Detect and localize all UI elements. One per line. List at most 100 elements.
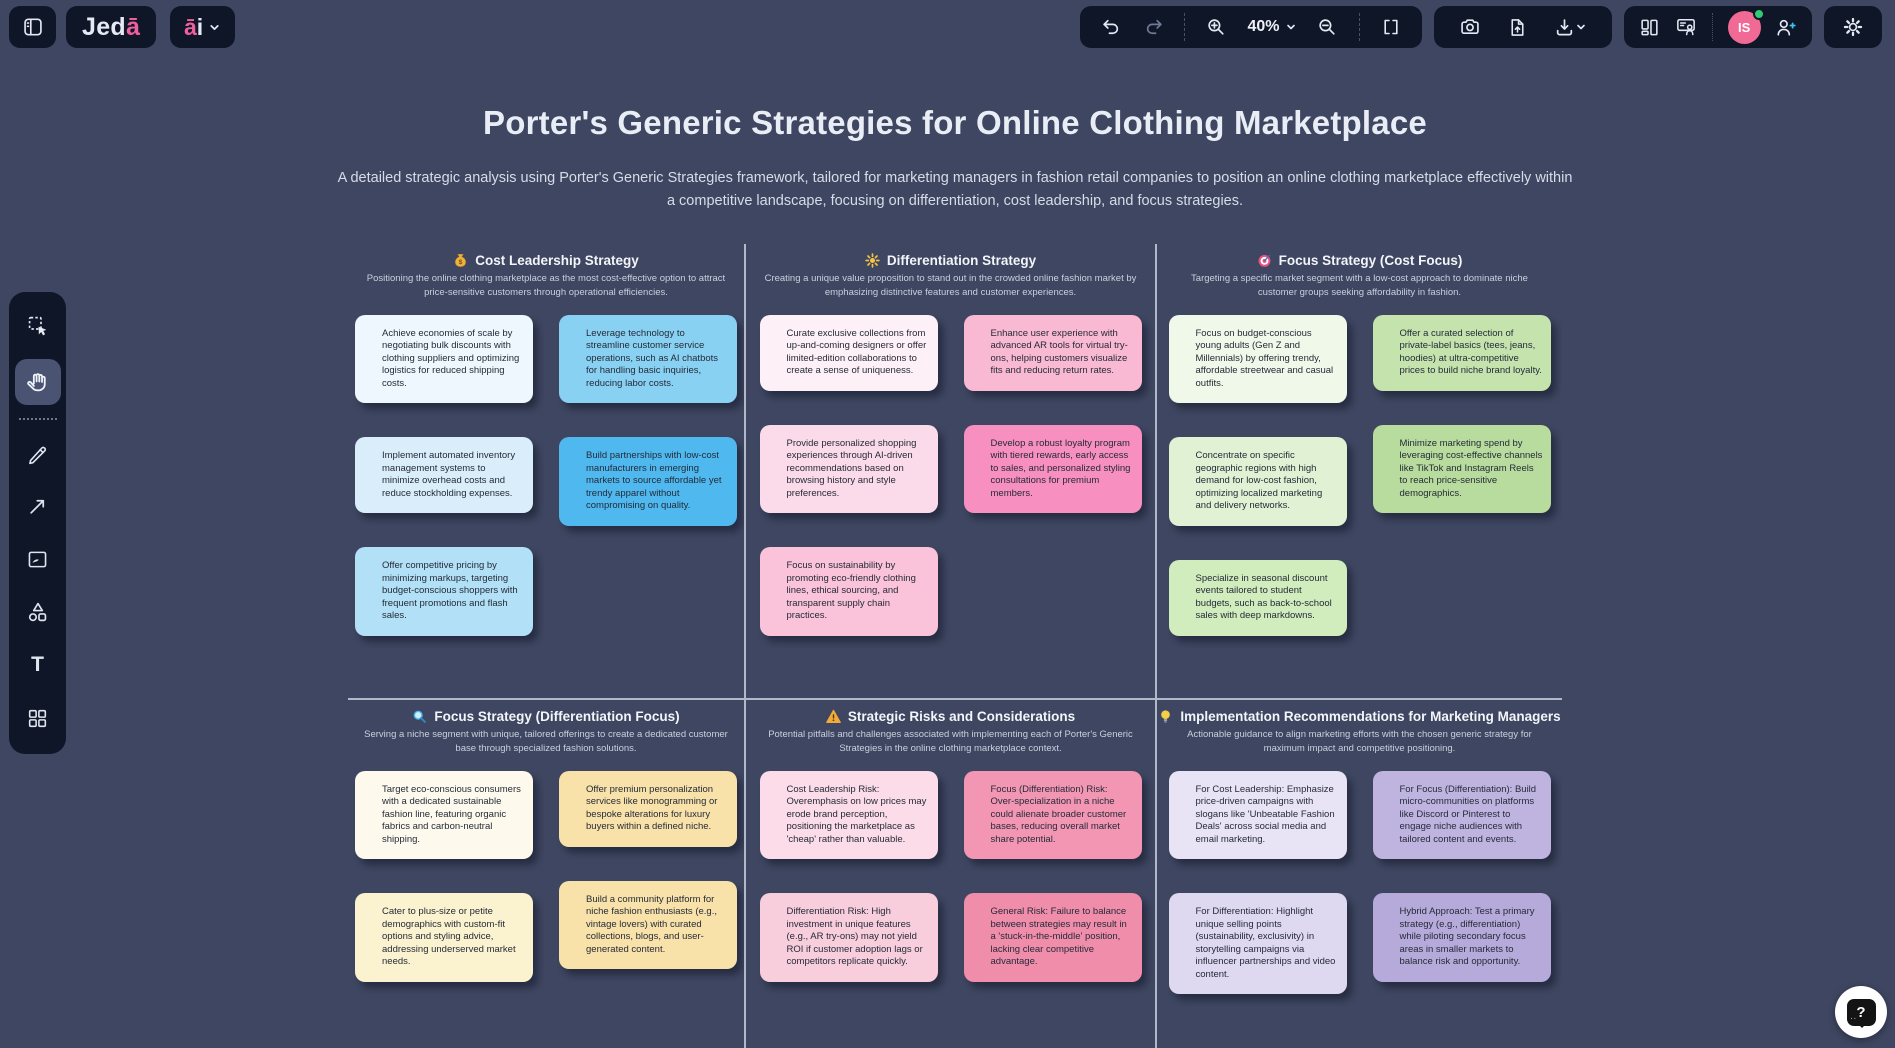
history-zoom-toolbar: 40% <box>1080 6 1422 48</box>
section-header: Focus Strategy (Differentiation Focus) <box>348 709 744 724</box>
shapes-tool[interactable] <box>18 592 58 632</box>
sticky-note[interactable]: General Risk: Failure to balance between… <box>963 893 1142 982</box>
sticky-note[interactable]: Leverage technology to streamline custom… <box>559 314 737 404</box>
board-subtitle: A detailed strategic analysis using Port… <box>337 170 1573 209</box>
section-header: Strategic Risks and Considerations <box>746 709 1155 724</box>
drawing-tool-dock: T <box>9 292 66 754</box>
help-button[interactable]: ? ·· <box>1835 986 1887 1038</box>
section-description: Potential pitfalls and challenges associ… <box>768 729 1133 754</box>
section-header: $ Cost Leadership Strategy <box>348 253 744 268</box>
section-description: Positioning the online clothing marketpl… <box>366 273 726 298</box>
section-title: Strategic Risks and Considerations <box>847 709 1076 724</box>
redo-icon[interactable] <box>1142 16 1164 38</box>
arrow-connector-tool[interactable] <box>18 486 58 526</box>
board-title: Porter's Generic Strategies for Online C… <box>483 104 1427 141</box>
screenshot-camera-icon[interactable] <box>1459 16 1481 38</box>
sticky-note[interactable]: Implement automated inventory management… <box>355 437 533 514</box>
presentation-icon[interactable] <box>1675 16 1697 38</box>
sticky-note[interactable]: Build a community platform for niche fas… <box>559 880 737 970</box>
sidebar-toggle-icon <box>22 16 44 38</box>
section-description: Actionable guidance to align marketing e… <box>1187 729 1532 754</box>
sticky-note[interactable]: For Cost Leadership: Emphasize price-dri… <box>1168 770 1347 860</box>
undo-icon[interactable] <box>1100 16 1122 38</box>
sticky-note[interactable]: Focus (Differentiation) Risk: Over-speci… <box>963 770 1142 860</box>
sticky-note[interactable]: Focus on budget-conscious young adults (… <box>1168 314 1347 404</box>
pencil-tool[interactable] <box>18 433 58 473</box>
image-insert-tool[interactable] <box>18 539 58 579</box>
section-title: Focus Strategy (Differentiation Focus) <box>434 709 680 724</box>
section-title: Differentiation Strategy <box>886 253 1037 268</box>
strategy-matrix: $ Cost Leadership Strategy Positioning t… <box>348 244 1562 1048</box>
sticky-note[interactable]: Build partnerships with low-cost manufac… <box>559 437 737 526</box>
section-strategic-risks: Strategic Risks and Considerations Poten… <box>746 700 1157 1048</box>
sticky-note[interactable]: Offer competitive pricing by minimizing … <box>355 547 533 636</box>
sticky-note[interactable]: Hybrid Approach: Test a primary strategy… <box>1372 893 1551 982</box>
zoom-in-icon[interactable] <box>1205 16 1227 38</box>
zoom-level-control[interactable]: 40% <box>1247 18 1296 36</box>
sticky-note[interactable]: Target eco-conscious consumers with a de… <box>355 770 533 860</box>
sticky-note[interactable]: Differentiation Risk: High investment in… <box>759 893 938 982</box>
section-header: Focus Strategy (Cost Focus) <box>1157 253 1562 268</box>
section-description: Targeting a specific market segment with… <box>1191 273 1528 298</box>
user-avatar[interactable]: IS <box>1727 7 1765 44</box>
settings-gear-icon[interactable] <box>1842 16 1864 38</box>
chevron-down-icon <box>1576 24 1585 30</box>
sticky-note[interactable]: Cost Leadership Risk: Overemphasis on lo… <box>759 770 938 860</box>
sticky-note[interactable]: Enhance user experience with advanced AR… <box>963 314 1142 391</box>
toolbar-separator <box>1184 13 1186 41</box>
section-header: Differentiation Strategy <box>746 253 1155 268</box>
sticky-note[interactable]: Offer a curated selection of private-lab… <box>1372 314 1551 391</box>
section-implementation-recommendations: Implementation Recommendations for Marke… <box>1157 700 1562 1048</box>
text-tool-glyph: T <box>31 653 44 676</box>
section-cost-leadership: $ Cost Leadership Strategy Positioning t… <box>348 244 746 700</box>
target-icon <box>1257 253 1272 268</box>
svg-text:$: $ <box>459 259 463 266</box>
sticky-note[interactable]: Specialize in seasonal discount events t… <box>1168 559 1347 636</box>
sticky-note[interactable]: Curate exclusive collections from up-and… <box>759 314 938 391</box>
sticky-note[interactable]: Develop a robust loyalty program with ti… <box>963 424 1142 514</box>
lightbulb-icon <box>1158 709 1173 724</box>
help-dots: ·· <box>1850 1015 1858 1023</box>
sticky-note[interactable]: For Differentiation: Highlight unique se… <box>1168 893 1347 995</box>
ai-menu-button[interactable]: āi <box>170 6 236 48</box>
capture-export-toolbar <box>1434 6 1612 48</box>
chevron-down-icon <box>208 16 221 38</box>
dock-separator <box>18 418 57 420</box>
sticky-note[interactable]: Achieve economies of scale by negotiatin… <box>355 314 533 404</box>
text-tool[interactable]: T <box>18 645 58 685</box>
sparkle-sun-icon <box>865 253 880 268</box>
warning-icon <box>826 709 841 724</box>
sidebar-toggle-button[interactable] <box>9 6 56 48</box>
layout-panels-icon[interactable] <box>1639 16 1661 38</box>
section-title: Cost Leadership Strategy <box>475 253 639 268</box>
logo-text-main: Jed <box>82 12 126 41</box>
settings-toolbar <box>1824 6 1882 48</box>
zoom-out-icon[interactable] <box>1317 16 1339 38</box>
blocks-grid-tool[interactable] <box>18 698 58 738</box>
toolbar-separator <box>1711 13 1713 41</box>
sticky-note[interactable]: Cater to plus-size or petite demographic… <box>355 893 533 982</box>
upload-file-icon[interactable] <box>1506 16 1528 38</box>
download-icon[interactable] <box>1553 16 1587 38</box>
sticky-note[interactable]: For Focus (Differentiation): Build micro… <box>1372 770 1551 860</box>
section-focus-cost: Focus Strategy (Cost Focus) Targeting a … <box>1157 244 1562 700</box>
section-header: Implementation Recommendations for Marke… <box>1157 709 1562 724</box>
sticky-note[interactable]: Focus on sustainability by promoting eco… <box>759 547 938 636</box>
magnifier-icon <box>412 709 427 724</box>
add-user-icon[interactable] <box>1775 16 1797 38</box>
hand-pan-tool[interactable] <box>14 359 61 405</box>
select-tool[interactable] <box>18 306 58 346</box>
sticky-note[interactable]: Concentrate on specific geographic regio… <box>1168 437 1347 526</box>
collaboration-toolbar: IS <box>1624 6 1812 48</box>
logo-text-accent: ā <box>125 12 141 41</box>
sticky-note[interactable]: Minimize marketing spend by leveraging c… <box>1372 424 1551 514</box>
section-differentiation: Differentiation Strategy Creating a uniq… <box>746 244 1157 700</box>
money-bag-icon: $ <box>453 253 468 268</box>
toolbar-separator <box>1358 13 1360 41</box>
fullscreen-icon[interactable] <box>1380 16 1402 38</box>
avatar-initials: IS <box>1737 19 1751 35</box>
sticky-note[interactable]: Offer premium personalization services l… <box>559 770 737 847</box>
chevron-down-icon <box>1286 24 1295 30</box>
sticky-note[interactable]: Provide personalized shopping experience… <box>759 424 938 514</box>
